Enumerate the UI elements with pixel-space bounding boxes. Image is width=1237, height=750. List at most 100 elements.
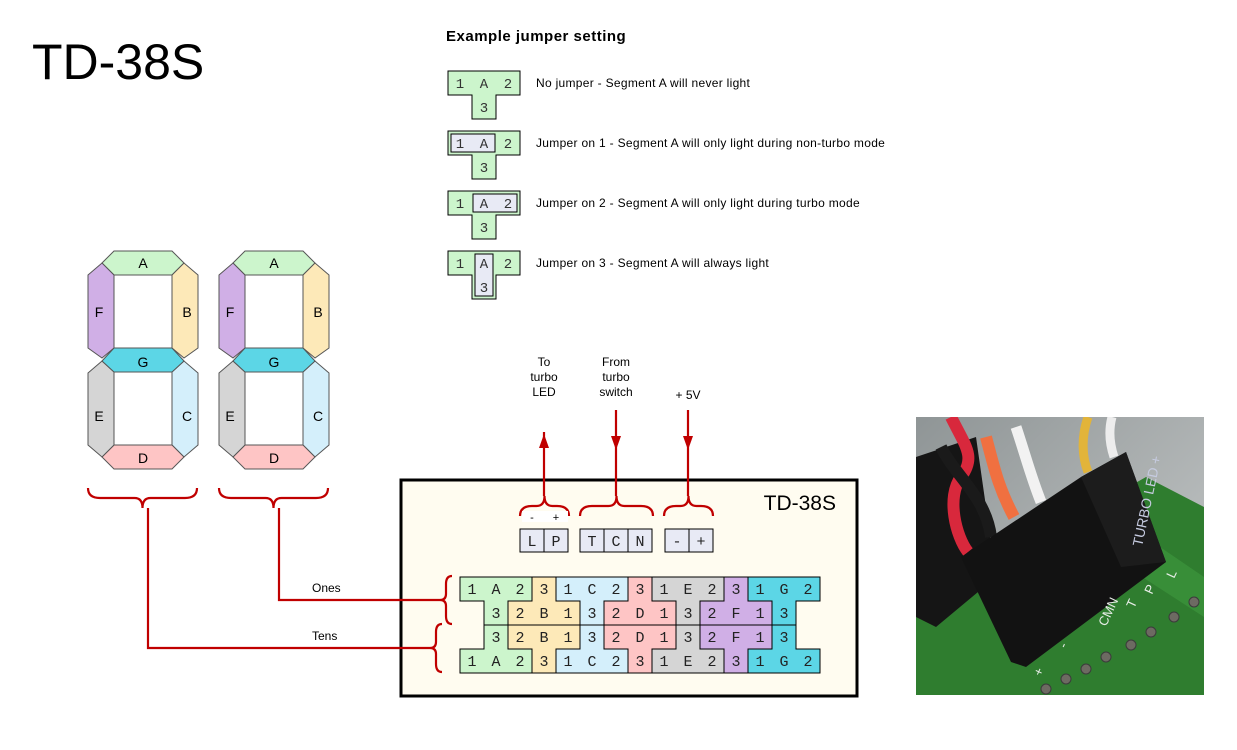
legend-pin-label: A bbox=[480, 77, 489, 93]
grid-pin-label: F bbox=[731, 606, 740, 623]
from-turbo-switch-label: From turbo switch bbox=[599, 355, 632, 399]
pin-label: N bbox=[635, 534, 644, 551]
grid-cell bbox=[628, 577, 652, 601]
grid-cell bbox=[508, 649, 532, 673]
grid-pin-label: 2 bbox=[707, 654, 716, 671]
grid-pin-label: C bbox=[587, 654, 596, 671]
connector-housing-face bbox=[1081, 452, 1166, 567]
pin-cell bbox=[688, 528, 714, 553]
pin-cell bbox=[627, 528, 653, 553]
grid-pin-label: 3 bbox=[539, 654, 548, 671]
grid-cell bbox=[796, 577, 820, 601]
legend-pin-label: 2 bbox=[504, 257, 512, 273]
from-turbo-switch-line-2: turbo bbox=[602, 370, 630, 384]
ones-row-brace bbox=[439, 574, 453, 626]
segment-label-e: E bbox=[94, 408, 103, 424]
grid-outlines bbox=[459, 576, 821, 674]
grid-pin-label: D bbox=[635, 630, 644, 647]
wires bbox=[86, 410, 715, 674]
black-wire bbox=[935, 444, 997, 538]
grid-cell bbox=[628, 601, 652, 625]
grid-pin-label: 3 bbox=[635, 582, 644, 599]
grid-row-1 bbox=[460, 577, 820, 601]
grid-cell bbox=[724, 601, 748, 625]
grid-cell bbox=[724, 649, 748, 673]
grid-cell bbox=[748, 625, 772, 649]
segment-group-border bbox=[555, 625, 581, 673]
grid-pin-label: G bbox=[779, 654, 788, 671]
grid-pin-label: 3 bbox=[587, 606, 596, 623]
segment-group-border bbox=[555, 577, 581, 625]
grid-cell bbox=[508, 577, 532, 601]
svg-text:-: - bbox=[1055, 640, 1070, 650]
grid-cell bbox=[460, 649, 484, 673]
grid-row-2 bbox=[484, 601, 796, 625]
grid-row-4 bbox=[460, 649, 820, 673]
grid-pin-label: B bbox=[539, 630, 548, 647]
tens-label: Tens bbox=[312, 629, 337, 643]
segment-label-d: D bbox=[269, 450, 279, 466]
grid-cell bbox=[604, 625, 628, 649]
grid-cell bbox=[628, 625, 652, 649]
grid-cell bbox=[676, 649, 700, 673]
pin-cell bbox=[543, 528, 569, 553]
grid-pin-label: 3 bbox=[635, 654, 644, 671]
grid-cell bbox=[580, 601, 604, 625]
grid-pin-label: 3 bbox=[491, 606, 500, 623]
grid-cell bbox=[484, 601, 508, 625]
jumper-cap bbox=[472, 193, 518, 213]
segment-label-g: G bbox=[138, 354, 149, 370]
to-turbo-led-line-2: turbo bbox=[530, 370, 558, 384]
grid-pin-label: 2 bbox=[803, 654, 812, 671]
segment-label-f: F bbox=[95, 304, 104, 320]
segment-label-a: A bbox=[269, 255, 279, 271]
ones-label: Ones bbox=[312, 581, 341, 595]
segment-group-border bbox=[507, 625, 533, 673]
grid-cell bbox=[676, 601, 700, 625]
grid-cell bbox=[748, 601, 772, 625]
grid-pin-label: 3 bbox=[779, 630, 788, 647]
connector-photo: TURBO LED + L P T CMN - + bbox=[916, 417, 1204, 695]
from-turbo-switch-line-3: switch bbox=[599, 385, 632, 399]
grid-pin-label: 1 bbox=[563, 654, 572, 671]
grid-cell bbox=[508, 625, 532, 649]
grid-pin-label: 3 bbox=[779, 606, 788, 623]
grid-pin-label: 2 bbox=[515, 630, 524, 647]
grid-cell bbox=[580, 649, 604, 673]
grid-cell bbox=[532, 625, 556, 649]
segment-group-border bbox=[603, 625, 629, 673]
legend-pin-label: 1 bbox=[456, 257, 464, 273]
segment-group-border bbox=[507, 577, 533, 625]
legend-pin-label: A bbox=[480, 137, 489, 153]
grid-cell bbox=[652, 577, 676, 601]
legend-pin-label: 1 bbox=[456, 77, 464, 93]
plus-5v-label: + 5V bbox=[675, 388, 700, 402]
grid-pin-label: 2 bbox=[803, 582, 812, 599]
white-wire bbox=[1010, 425, 1047, 505]
legend-text-no-jumper: No jumper - Segment A will never light bbox=[536, 76, 751, 90]
arrow-down-icon bbox=[611, 436, 621, 450]
legend-text-jumper-1: Jumper on 1 - Segment A will only light … bbox=[536, 136, 886, 150]
legend-pin-label: A bbox=[480, 257, 489, 273]
grid-cell bbox=[580, 577, 604, 601]
grid-pin-label: C bbox=[587, 582, 596, 599]
grid-cell bbox=[724, 625, 748, 649]
arrow-down-icon bbox=[683, 436, 693, 450]
to-turbo-led-label: To turbo LED bbox=[530, 355, 558, 399]
grid-cell bbox=[556, 577, 580, 601]
grid-cell bbox=[604, 577, 628, 601]
legend-title: Example jumper setting bbox=[446, 28, 627, 45]
power-header: -+ bbox=[664, 528, 714, 553]
segment-label-e: E bbox=[225, 408, 234, 424]
grid-pin-label: 2 bbox=[707, 606, 716, 623]
grid-pin-label: 2 bbox=[515, 606, 524, 623]
pin-label: L bbox=[527, 534, 536, 551]
segment-label-g: G bbox=[269, 354, 280, 370]
